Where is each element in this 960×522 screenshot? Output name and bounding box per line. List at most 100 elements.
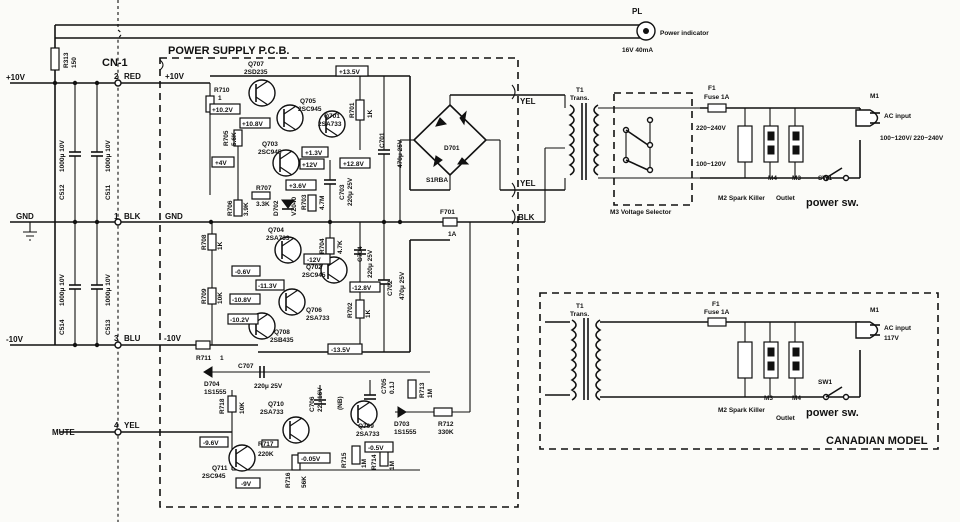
r705-value: 5.6K [231,132,238,146]
d704-type: 1S1555 [204,389,227,396]
voltage-3: +1.3V [305,150,323,157]
ac-range-label: 100~120V/ 220~240V [880,135,944,142]
d704-ref: D704 [204,381,220,388]
ground-icon [23,222,37,241]
r707-value: 3.3K [256,201,270,208]
can-m1: M1 [870,307,879,314]
can-f1-ref: F1 [712,301,720,308]
transistor-q705-icon [276,104,304,132]
transformer-t1 [568,103,600,180]
q711-ref: Q711 [212,465,228,472]
c705-value: 0.1J [389,381,396,394]
r703-value: 4.7M [319,196,326,210]
r313-ref: R313 [63,52,70,68]
d702-type: VZ040 [291,196,298,216]
transistor-q711-icon [228,444,256,472]
can-ac-volt: 117V [884,335,899,342]
canadian-model-title: CANADIAN MODEL [826,435,928,447]
blk-label: BLK [518,213,535,222]
canadian-circuit [545,317,880,401]
yel-top-label: YEL [520,97,536,106]
pcb-boundary [159,57,519,508]
r714-value: 1M [389,461,396,470]
q708-ref: Q708 [274,329,290,336]
rail-capacitors [69,83,103,345]
q710-ref: Q710 [268,401,284,408]
c702-value: 470μ 25V [399,271,406,300]
can-t1-ref: T1 [576,303,584,310]
power-indicator-lamp-center [643,28,649,34]
n-label: (NB) [337,396,344,410]
q705-ref: Q705 [300,98,316,105]
t1-trans: Trans. [570,95,589,102]
m1-label: M1 [870,93,879,100]
fuse-f701-ref: F701 [440,209,455,216]
r712-ref: R712 [438,421,454,428]
r711-value: 1 [220,355,224,362]
pin-1-name: BLK [124,212,141,221]
c701-value: 470μ 25V [397,139,404,168]
c703-ref: C703 [339,184,346,200]
voltage-11: -12.8V [352,285,372,292]
c511-value: 1000μ 10V [105,140,112,172]
d702-ref: D702 [273,200,280,216]
q706-type: 2SA733 [306,315,330,322]
spark-killer-label: M2 Spark Killer [718,195,765,202]
pl-label: Power indicator [660,30,709,37]
r717-value: 220K [258,451,274,458]
voltage-12: -10.8V [232,297,252,304]
q705-type: 2SC945 [298,106,322,113]
pcb-edge-break [159,59,164,71]
r716-ref: R716 [285,472,292,488]
r704-ref: R704 [319,238,326,254]
q703-ref: Q703 [262,141,278,148]
pin-3-number: 3 [114,334,119,343]
voltage-18: -9V [241,481,252,488]
voltage-13: -10.2V [230,317,250,324]
c706-ref: C706 [309,396,316,412]
r701-value: 1K [367,109,374,118]
c512-value: 1000μ 10V [59,140,66,172]
pin-4-number: 4 [114,421,119,430]
pin-side-plus10v: +10V [6,73,26,82]
pin-side-minus10v: -10V [6,335,24,344]
r701-ref: R701 [349,102,356,118]
q707-ref: Q707 [248,61,264,68]
voltage-5: +12.8V [343,161,364,168]
q703-type: 2SC945 [258,149,282,156]
fuse-f701-value: 1A [448,231,457,238]
q707-type: 2SD235 [244,69,268,76]
voltage-selector-switch [598,107,700,179]
c514-ref: C514 [59,319,66,335]
f1-fuse: Fuse 1A [704,94,730,101]
d701-type: S1RBA [426,177,448,184]
r704-value: 4.7K [337,240,344,254]
r712-value: 330K [438,429,454,436]
c513-value: 1000μ 10V [105,274,112,306]
can-sw1: SW1 [818,379,832,386]
voltage-10: -12V [307,257,321,264]
pin-side-gnd: GND [16,212,34,221]
r708-ref: R708 [201,234,208,250]
voltage-2: +10.8V [242,121,263,128]
c706-value: 22μ 16V [317,387,324,412]
r718-ref: R718 [219,398,226,414]
r710-ref: R710 [214,87,230,94]
pin-2-inside: +10V [165,72,185,81]
transistor-q709-icon [350,400,378,428]
pin-4-name: YEL [124,421,140,430]
m3-label: M3 [792,175,801,182]
c704-value: 220μ 25V [367,249,374,278]
connector-name: CN-1 [102,57,128,69]
bridge-rectifier [399,94,566,227]
sw1-label: SW1 [818,175,832,182]
voltage-7: +3.6V [289,183,307,190]
yel-mid-label: YEL [520,179,536,188]
q711-type: 2SC945 [202,473,226,480]
pcb-right-breaks [511,84,516,225]
resistor-r313 [50,47,60,71]
connector-cn1-line [117,0,122,522]
r710-value: 1 [218,95,222,102]
